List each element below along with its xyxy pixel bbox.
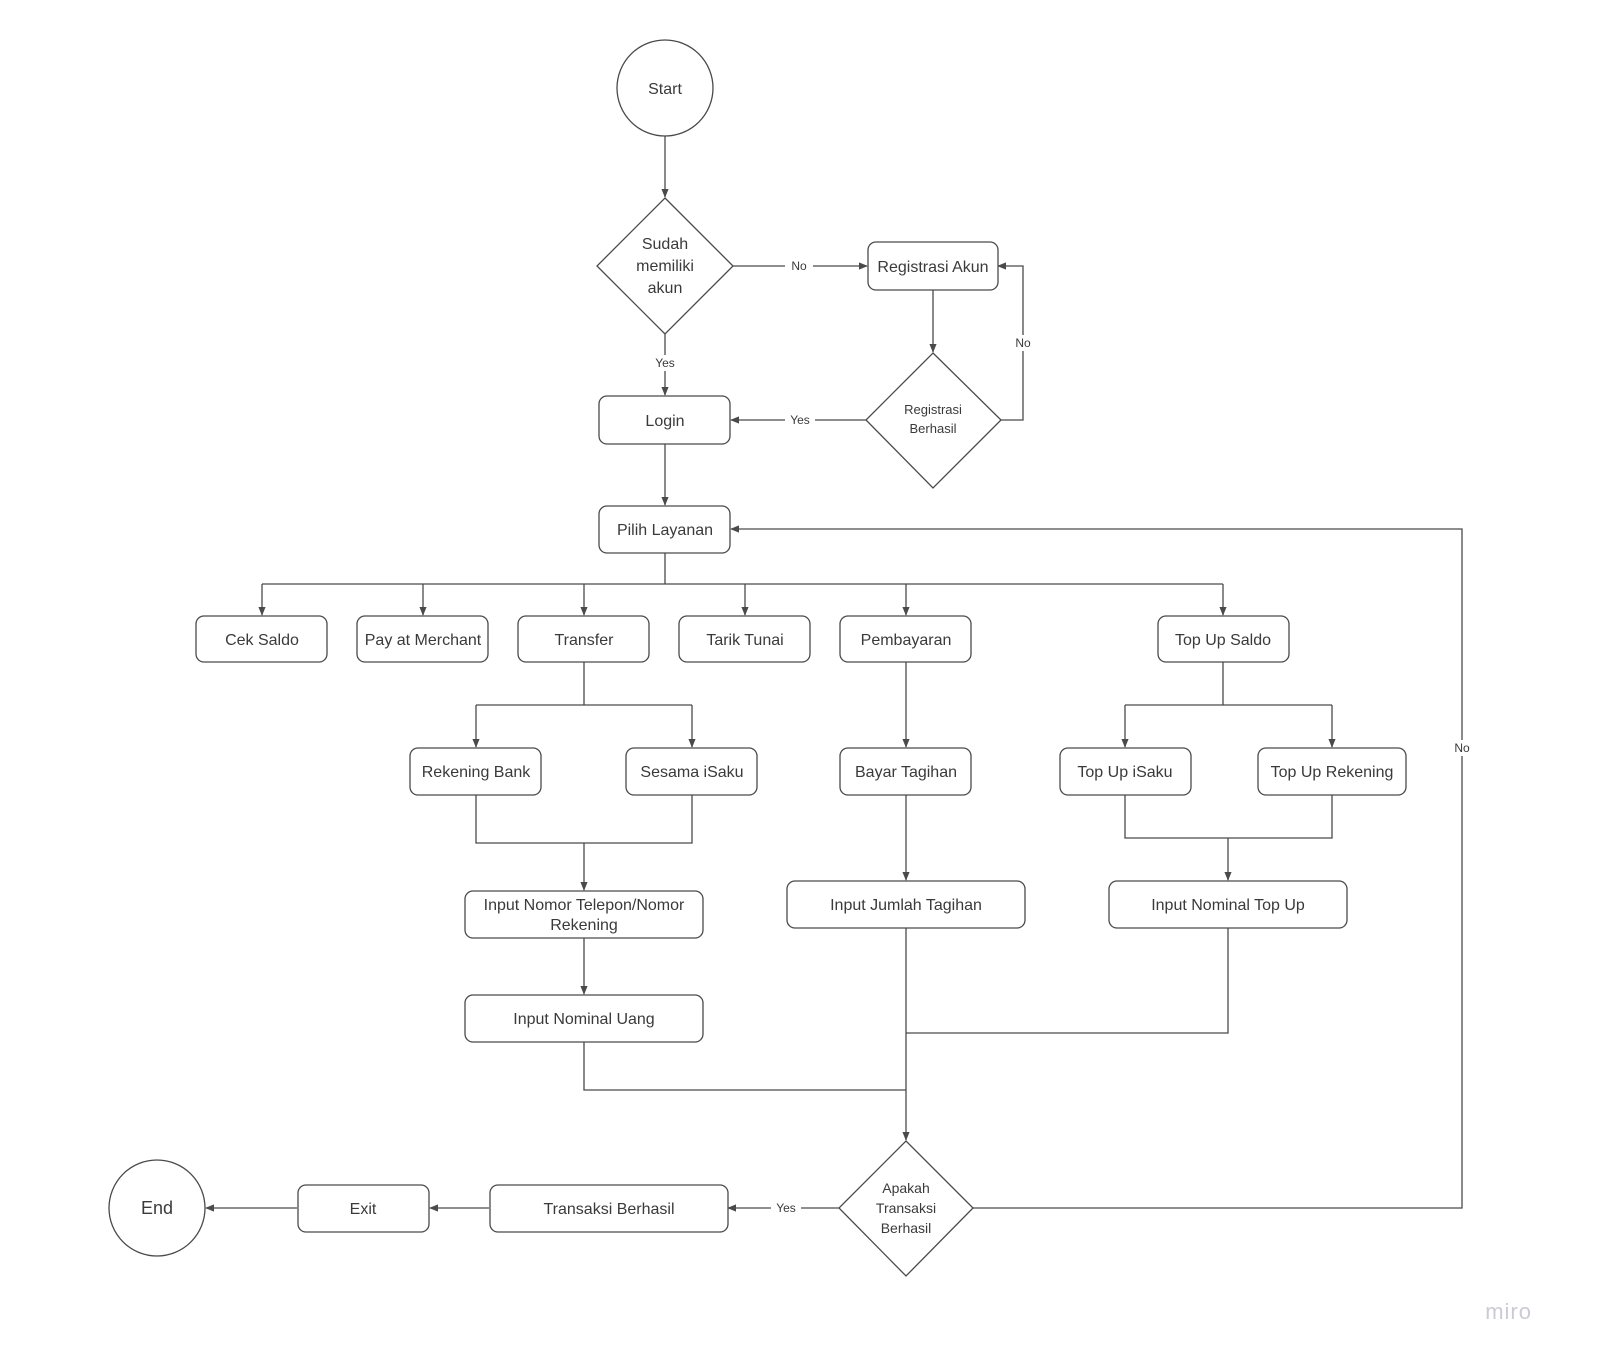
cek-saldo-label: Cek Saldo (225, 632, 299, 649)
edge-topup-merge (1124, 795, 1333, 839)
pay-merchant-label: Pay at Merchant (365, 632, 482, 649)
label-account-yes: Yes (655, 356, 675, 370)
tx-success-label: Transaksi Berhasil (543, 1201, 674, 1218)
topup-saldo-label: Top Up Saldo (1175, 632, 1271, 649)
edge-topup-split (1125, 662, 1332, 706)
input-phone-line-2: Rekening (550, 917, 618, 934)
pay-merchant-node: Pay at Merchant (356, 615, 489, 663)
pembayaran-node: Pembayaran (839, 615, 972, 663)
edge-transfer-split (476, 662, 692, 706)
input-money-label: Input Nominal Uang (513, 1011, 654, 1028)
bayar-tagihan-label: Bayar Tagihan (855, 764, 957, 781)
connectors (205, 136, 1463, 1212)
label-register-no: No (1015, 336, 1031, 350)
topup-isaku-node: Top Up iSaku (1059, 747, 1192, 796)
topup-saldo-node: Top Up Saldo (1157, 615, 1290, 663)
transfer-label: Transfer (555, 632, 615, 649)
cek-saldo-node: Cek Saldo (195, 615, 328, 663)
edge-amount-to-merge (583, 1042, 906, 1091)
topup-rekening-label: Top Up Rekening (1271, 764, 1394, 781)
decision-tx-ok: Apakah Transaksi Berhasil (838, 1140, 974, 1277)
exit-node: Exit (297, 1184, 430, 1233)
sesama-isaku-label: Sesama iSaku (640, 764, 743, 781)
register-node: Registrasi Akun (867, 241, 999, 291)
tx-success-node: Transaksi Berhasil (489, 1184, 729, 1233)
start-node: Start (616, 39, 714, 137)
topup-isaku-label: Top Up iSaku (1077, 764, 1172, 781)
transfer-node: Transfer (517, 615, 650, 663)
pembayaran-label: Pembayaran (861, 632, 952, 649)
decision-has-account-line-1: Sudah (642, 236, 688, 253)
input-bill-node: Input Jumlah Tagihan (786, 880, 1026, 929)
start-label: Start (648, 81, 682, 98)
rekening-bank-label: Rekening Bank (422, 764, 532, 781)
edge-tx-no (730, 525, 1463, 1209)
login-label: Login (645, 413, 684, 430)
login-node: Login (598, 395, 731, 445)
sesama-isaku-node: Sesama iSaku (625, 747, 758, 796)
decision-has-account-line-2: memiliki (636, 258, 694, 275)
tarik-tunai-node: Tarik Tunai (678, 615, 811, 663)
topup-rekening-node: Top Up Rekening (1257, 747, 1407, 796)
input-phone-line-1: Input Nomor Telepon/Nomor (484, 897, 685, 914)
input-topup-label: Input Nominal Top Up (1151, 897, 1305, 914)
decision-tx-ok-line-3: Berhasil (881, 1220, 932, 1236)
label-tx-yes: Yes (776, 1201, 796, 1215)
choose-service-node: Pilih Layanan (598, 505, 731, 554)
end-node: End (108, 1159, 206, 1257)
edge-transfer-merge (475, 795, 693, 844)
choose-service-label: Pilih Layanan (617, 522, 713, 539)
label-register-yes: Yes (790, 413, 810, 427)
decision-tx-ok-line-2: Transaksi (876, 1200, 936, 1216)
rekening-bank-node: Rekening Bank (409, 747, 542, 796)
input-phone-node: Input Nomor Telepon/Nomor Rekening (464, 890, 704, 939)
edge-topup-to-merge (906, 928, 1229, 1034)
decision-register-ok-line-1: Registrasi (904, 402, 962, 417)
edge-service-bus (262, 553, 1223, 585)
decision-tx-ok-line-1: Apakah (882, 1180, 929, 1196)
register-label: Registrasi Akun (877, 259, 988, 276)
decision-register-ok-line-2: Berhasil (910, 421, 957, 436)
input-money-node: Input Nominal Uang (464, 994, 704, 1043)
tarik-tunai-label: Tarik Tunai (706, 632, 783, 649)
label-account-no: No (791, 259, 807, 273)
miro-watermark: miro (1485, 1299, 1532, 1324)
decision-register-ok: Registrasi Berhasil (865, 352, 1002, 489)
label-tx-no: No (1454, 741, 1470, 755)
end-label: End (141, 1198, 173, 1218)
edge-labels: No Yes No Yes Yes No (650, 258, 1475, 1216)
exit-label: Exit (350, 1201, 377, 1218)
nodes: Start Sudah memiliki akun Registrasi Aku… (108, 39, 1407, 1277)
decision-has-account-line-3: akun (648, 280, 683, 297)
input-bill-label: Input Jumlah Tagihan (830, 897, 982, 914)
input-topup-node: Input Nominal Top Up (1108, 880, 1348, 929)
bayar-tagihan-node: Bayar Tagihan (839, 747, 972, 796)
decision-has-account: Sudah memiliki akun (596, 197, 734, 335)
